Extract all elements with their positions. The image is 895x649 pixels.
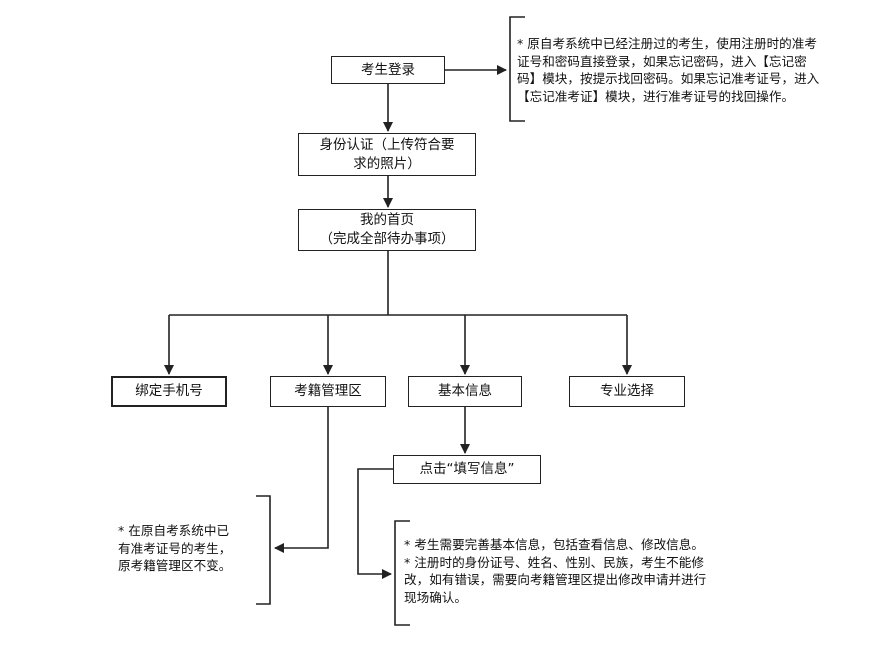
basic-info-note-line-1: * 考生需要完善基本信息，包括查看信息、修改信息。 — [404, 537, 704, 552]
login-note: * 原自考系统中已经注册过的考生，使用注册时的准考 证号和密码直接登录，如果忘记… — [517, 35, 883, 105]
login-note-line-1: * 原自考系统中已经注册过的考生，使用注册时的准考 — [517, 36, 817, 51]
fill-info-node: 点击“填写信息” — [393, 455, 541, 484]
login-note-line-2: 证号和密码直接登录，如果忘记密码，进入【忘记密 — [517, 53, 807, 69]
major-node-label: 专业选择 — [600, 383, 654, 399]
bind-phone-node: 绑定手机号 — [111, 376, 227, 407]
connector-registry-note — [274, 407, 329, 553]
login-note-line-4: 【忘记准考证】模块，进行准考证号的找回操作。 — [517, 88, 795, 104]
login-node-label: 考生登录 — [361, 61, 415, 78]
fill-info-node-label: 点击“填写信息” — [419, 461, 515, 477]
identity-node-line-1: 身份认证（上传符合要 — [319, 136, 455, 153]
registry-note-line-1: * 在原自考系统中已 — [118, 523, 230, 538]
bind-phone-node-label: 绑定手机号 — [135, 383, 203, 399]
registry-note-line-3: 原考籍管理区不变。 — [118, 558, 232, 573]
bracket-basic-info-note — [394, 520, 410, 626]
registry-note: * 在原自考系统中已 有准考证号的考生， 原考籍管理区不变。 — [118, 522, 258, 575]
registry-node-label: 考籍管理区 — [294, 383, 362, 399]
bracket-registry-note — [256, 495, 271, 605]
basic-info-node: 基本信息 — [408, 376, 522, 407]
registry-note-line-2: 有准考证号的考生， — [118, 540, 232, 556]
home-node-line-1: 我的首页 — [360, 212, 414, 228]
bracket-login-note — [509, 16, 525, 122]
major-node: 专业选择 — [569, 376, 685, 407]
home-node-line-2: （完成全部待办事项） — [319, 231, 455, 247]
basic-info-note-line-2: * 注册时的身份证号、姓名、性别、民族，考生不能修 — [404, 554, 704, 570]
registry-node: 考籍管理区 — [270, 376, 386, 407]
identity-node: 身份认证（上传符合要 求的照片） — [298, 133, 476, 176]
connector-fill-note — [357, 468, 393, 579]
login-node: 考生登录 — [331, 56, 445, 84]
identity-node-line-2: 求的照片） — [353, 155, 421, 172]
basic-info-node-label: 基本信息 — [438, 383, 492, 399]
basic-info-note-line-3: 改，如有错误，需要向考籍管理区提出修改申请并进行 — [404, 572, 707, 587]
basic-info-note: * 考生需要完善基本信息，包括查看信息、修改信息。 * 注册时的身份证号、姓名、… — [404, 536, 774, 606]
home-node: 我的首页 （完成全部待办事项） — [298, 209, 476, 251]
login-note-line-3: 码】模块，按提示找回密码。如果忘记准考证号，进入 — [517, 71, 820, 86]
basic-info-note-line-4: 现场确认。 — [404, 589, 467, 605]
